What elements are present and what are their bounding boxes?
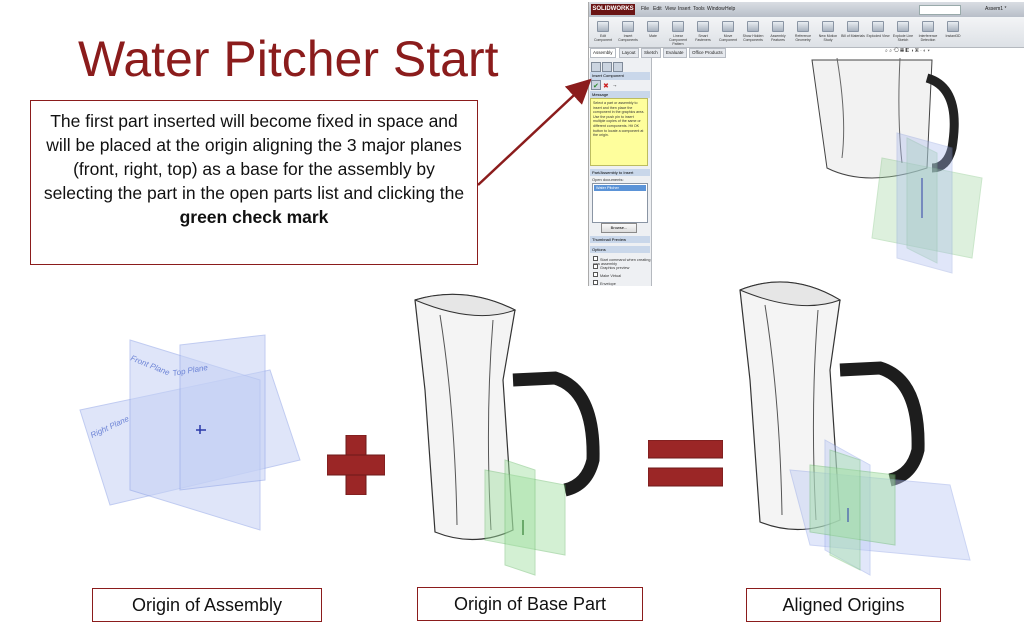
push-pin-icon[interactable]: ⊸ (613, 83, 616, 88)
aligned-pitcher (720, 270, 1010, 580)
move-component-icon (722, 21, 734, 32)
solidworks-logo[interactable]: SOLIDWORKS (591, 4, 635, 15)
caption-origin-assembly: Origin of Assembly (92, 588, 322, 622)
mate-button[interactable]: Mate (641, 21, 665, 45)
explode-line-sketch-button[interactable]: Explode Line Sketch (891, 21, 915, 45)
motion-study-button[interactable]: New Motion Study (816, 21, 840, 45)
tab-sketch[interactable]: Sketch (641, 48, 661, 58)
graphics-area[interactable] (652, 58, 1024, 286)
thumbnail-preview-header[interactable]: Thumbnail Preview (590, 236, 650, 243)
interference-detection-icon (922, 21, 934, 32)
menu-file[interactable]: File (641, 6, 649, 12)
command-tabs: Assembly Layout Sketch Evaluate Office P… (589, 48, 779, 57)
exploded-view-icon (872, 21, 884, 32)
tab-office-products[interactable]: Office Products (689, 48, 726, 58)
linear-pattern-button[interactable]: Linear Component Pattern (666, 21, 690, 45)
part-to-insert-header[interactable]: Part/Assembly to Insert (590, 169, 650, 176)
edit-component-icon (597, 21, 609, 32)
tab-layout[interactable]: Layout (619, 48, 639, 58)
show-hidden-icon (747, 21, 759, 32)
instruction-text: The first part inserted will become fixe… (44, 111, 464, 203)
list-item[interactable]: Water Pitcher (594, 185, 646, 191)
browse-button[interactable]: Browse... (601, 223, 637, 233)
menu-insert[interactable]: Insert (678, 6, 691, 12)
instruction-callout: The first part inserted will become fixe… (30, 100, 478, 265)
tab-evaluate[interactable]: Evaluate (663, 48, 687, 58)
option-envelope[interactable]: Envelope (593, 280, 616, 286)
menu-tools[interactable]: Tools (693, 6, 705, 12)
option-graphics-preview[interactable]: Graphics preview (593, 264, 629, 270)
linear-pattern-icon (672, 21, 684, 32)
view-toolbar[interactable]: ⌕ ⌕ ⟲ ▦ ◧ ◑ ▣ · ◐ ▾ (885, 48, 1005, 56)
assembly-origin-planes: Front Plane Top Plane Right Plane (60, 320, 320, 550)
equals-operator (648, 440, 723, 488)
interference-detection-button[interactable]: Interference Detection (916, 21, 940, 45)
open-documents-label: Open documents: (592, 177, 624, 182)
menu-bar: SOLIDWORKS File Edit View Insert Tools W… (589, 2, 1024, 17)
open-documents-list[interactable]: Water Pitcher (592, 183, 648, 223)
solidworks-window: SOLIDWORKS File Edit View Insert Tools W… (588, 2, 1024, 286)
instant3d-button[interactable]: Instant3D (941, 21, 965, 45)
menu-help[interactable]: Help (725, 6, 735, 12)
plus-operator (327, 435, 385, 495)
slide-title: Water Pitcher Start (78, 30, 558, 88)
motion-study-icon (822, 21, 834, 32)
caption-aligned-origins: Aligned Origins (746, 588, 941, 622)
smart-fasteners-button[interactable]: Smart Fasteners (691, 21, 715, 45)
edit-component-button[interactable]: Edit Component (591, 21, 615, 45)
search-input[interactable] (919, 5, 961, 15)
pm-title: Insert Component (590, 72, 650, 80)
reference-geometry-icon (797, 21, 809, 32)
cancel-x-icon[interactable]: ✖ (603, 82, 609, 90)
instant3d-icon (947, 21, 959, 32)
caption-origin-base-part: Origin of Base Part (417, 587, 643, 621)
tab-assembly[interactable]: Assembly (590, 48, 616, 58)
explode-line-icon (897, 21, 909, 32)
menu-view[interactable]: View (665, 6, 676, 12)
exploded-view-button[interactable]: Exploded View (866, 21, 890, 45)
bill-of-materials-icon (847, 21, 859, 32)
command-manager: Edit Component Insert Components Mate Li… (589, 17, 1024, 48)
base-part-pitcher (395, 290, 625, 580)
menu-window[interactable]: Window (707, 6, 725, 12)
reference-geometry-button[interactable]: Reference Geometry (791, 21, 815, 45)
show-hidden-button[interactable]: Show Hidden Components (741, 21, 765, 45)
move-component-button[interactable]: Move Component (716, 21, 740, 45)
smart-fasteners-icon (697, 21, 709, 32)
options-header[interactable]: Options (590, 246, 650, 253)
property-manager: Insert Component ✔ ✖ ⊸ Message Select a … (589, 58, 652, 286)
option-make-virtual[interactable]: Make Virtual (593, 272, 621, 278)
insert-components-icon (622, 21, 634, 32)
instruction-highlight: green check mark (180, 207, 329, 227)
ok-check-icon[interactable]: ✔ (593, 82, 599, 90)
menu-edit[interactable]: Edit (653, 6, 662, 12)
document-title: Assem1 * (985, 6, 1006, 12)
message-header[interactable]: Message (590, 91, 650, 98)
message-box: Select a part or assembly to insert and … (590, 98, 648, 166)
mate-icon (647, 21, 659, 32)
bill-of-materials-button[interactable]: Bill of Materials (841, 21, 865, 45)
assembly-features-icon (772, 21, 784, 32)
manager-tabs[interactable] (591, 59, 631, 69)
insert-components-button[interactable]: Insert Components (616, 21, 640, 45)
assembly-features-button[interactable]: Assembly Features (766, 21, 790, 45)
